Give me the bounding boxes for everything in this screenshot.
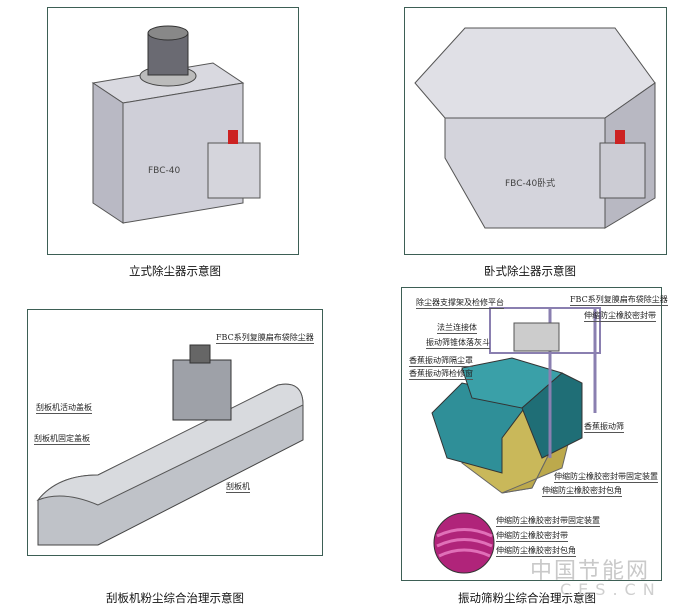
caption-vertical: 立式除尘器示意图 <box>129 264 221 278</box>
horizontal-dust-collector-drawing: FBC-40卧式 <box>414 27 656 229</box>
label-fixed-cover: 刮板机固定盖板 <box>34 434 90 445</box>
label-fbc: FBC系列复膜扁布袋除尘器 <box>216 333 314 344</box>
horizontal-dust-collector-figure: FBC-40卧式 <box>404 7 667 255</box>
watermark-cn: 中国节能网 <box>530 559 651 584</box>
label-scraper: 刮板机 <box>226 482 250 493</box>
label-flange: 法兰连接体 <box>437 323 477 334</box>
label-cone-hopper: 振动筛锥体落灰斗 <box>426 338 490 349</box>
label-dust-cover: 香蕉振动筛隔尘罩 <box>409 356 473 367</box>
caption-scraper: 刮板机粉尘综合治理示意图 <box>106 591 244 605</box>
caption-vibrating-screen: 振动筛粉尘综合治理示意图 <box>458 591 596 605</box>
label-movable-cover: 刮板机活动盖板 <box>36 403 92 414</box>
machine-text: FBC-40 <box>148 166 180 176</box>
caption-horizontal: 卧式除尘器示意图 <box>484 264 576 278</box>
label-banana-screen: 香蕉振动筛 <box>584 422 624 433</box>
machine-text: FBC-40卧式 <box>505 177 555 189</box>
vertical-dust-collector-drawing: FBC-40 <box>91 25 261 224</box>
inset-label-fixture: 伸缩防尘橡胶密封带固定装置 <box>496 516 600 527</box>
scraper-conveyor-figure: FBC系列复膜扁布袋除尘器 刮板机活动盖板 刮板机固定盖板 刮板机 <box>27 309 323 556</box>
label-support-frame: 除尘器支撑架及检修平台 <box>416 298 504 309</box>
label-seal-fixture: 伸缩防尘橡胶密封带固定装置 <box>554 472 658 483</box>
inset-label-corner: 伸缩防尘橡胶密封包角 <box>496 546 576 557</box>
label-seal-band: 伸缩防尘橡胶密封带 <box>584 311 656 322</box>
vibrating-screen-drawing <box>431 307 601 574</box>
vertical-dust-collector-figure: FBC-40 <box>47 7 299 255</box>
vibrating-screen-figure: 除尘器支撑架及检修平台 FBC系列复膜扁布袋除尘器 伸缩防尘橡胶密封带 法兰连接… <box>401 287 668 581</box>
label-fbc: FBC系列复膜扁布袋除尘器 <box>570 295 668 306</box>
inset-label-band: 伸缩防尘橡胶密封带 <box>496 531 568 542</box>
watermark-en: CES.CN <box>560 580 662 599</box>
scraper-conveyor-drawing <box>36 344 304 546</box>
label-seal-corner: 伸缩防尘橡胶密封包角 <box>542 486 622 497</box>
label-inspection-window: 香蕉振动筛检修窗 <box>409 369 473 380</box>
